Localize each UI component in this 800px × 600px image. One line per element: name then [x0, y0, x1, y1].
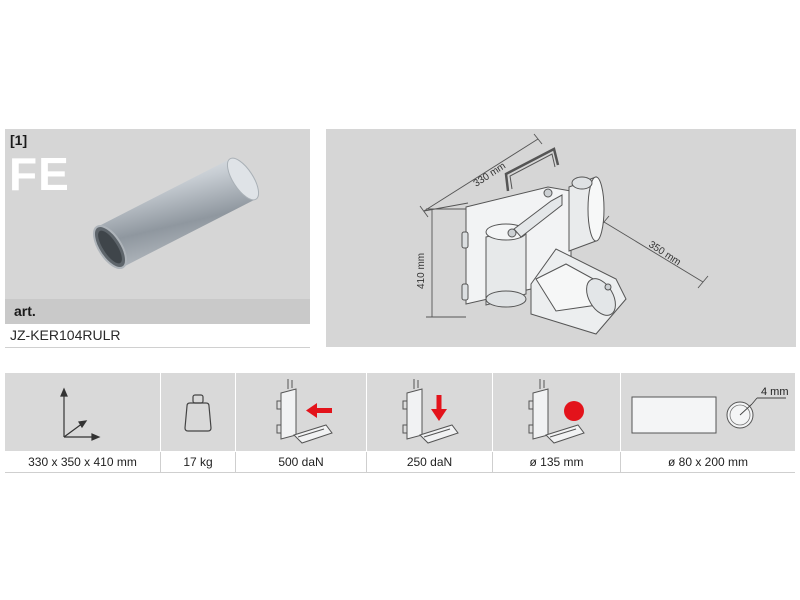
product-photo-area: [1] FE	[5, 129, 310, 299]
vertical-load-icon	[402, 379, 459, 444]
spec-value-vertical-load: 250 daN	[367, 452, 492, 473]
tube-cross-section-icon	[726, 397, 786, 429]
spec-icon-area	[367, 373, 492, 451]
arrow-down-icon	[431, 395, 447, 421]
spec-roller-diameter: ø 135 mm	[493, 373, 620, 473]
dimension-depth-label: 350 mm	[646, 239, 682, 268]
arrow-left-icon	[306, 403, 332, 418]
spec-icon-area	[493, 373, 620, 451]
product-code: FE	[9, 148, 70, 200]
weight-icon	[184, 394, 212, 432]
dimensions-axes-icon	[60, 387, 101, 441]
roller-assembly	[461, 147, 627, 335]
dimension-line-depth	[603, 221, 704, 283]
spec-value-tube-size: ø 80 x 200 mm	[621, 452, 795, 473]
spec-tube-size: 4 mm ø 80 x 200 mm	[621, 373, 795, 473]
spec-weight: 17 kg	[161, 373, 235, 473]
spec-dimensions: 330 x 350 x 410 mm	[5, 373, 160, 473]
roller-diameter-icon	[528, 379, 585, 444]
tube-size-icon: 4 mm	[631, 386, 789, 434]
spec-value-roller-diameter: ø 135 mm	[493, 452, 620, 473]
wall-thickness-label: 4 mm	[761, 386, 789, 398]
product-panel: [1] FE art. JZ-KER104RULR	[5, 129, 310, 348]
spec-value-weight: 17 kg	[161, 452, 235, 473]
specifications-table: 330 x 350 x 410 mm 17 kg	[5, 373, 795, 473]
reference-tag: [1]	[10, 132, 28, 148]
roller-assembly-drawing: 330 mm 350 mm 410 mm	[416, 133, 709, 335]
horizontal-load-icon	[276, 379, 333, 444]
roller-dot-icon	[564, 401, 584, 421]
spec-value-dimensions: 330 x 350 x 410 mm	[5, 452, 160, 473]
steel-tube-photo	[93, 157, 260, 270]
art-label-row: art.	[5, 299, 310, 324]
spec-vertical-load: 250 daN	[367, 373, 492, 473]
tube-side-outline-icon	[631, 396, 717, 434]
art-value-row: JZ-KER104RULR	[5, 324, 310, 348]
spec-icon-area	[161, 373, 235, 451]
dimension-height-label: 410 mm	[416, 253, 427, 289]
spec-icon-area: 4 mm	[621, 373, 795, 451]
spec-icon-area	[5, 373, 160, 451]
article-number: JZ-KER104RULR	[10, 327, 121, 343]
dimension-width-label: 330 mm	[472, 161, 508, 190]
technical-drawing-panel: 330 mm 350 mm 410 mm	[326, 129, 796, 347]
spec-horizontal-load: 500 daN	[236, 373, 366, 473]
dimension-line-width	[423, 138, 539, 212]
spec-icon-area	[236, 373, 366, 451]
spec-value-horizontal-load: 500 daN	[236, 452, 366, 473]
art-label: art.	[14, 303, 36, 319]
